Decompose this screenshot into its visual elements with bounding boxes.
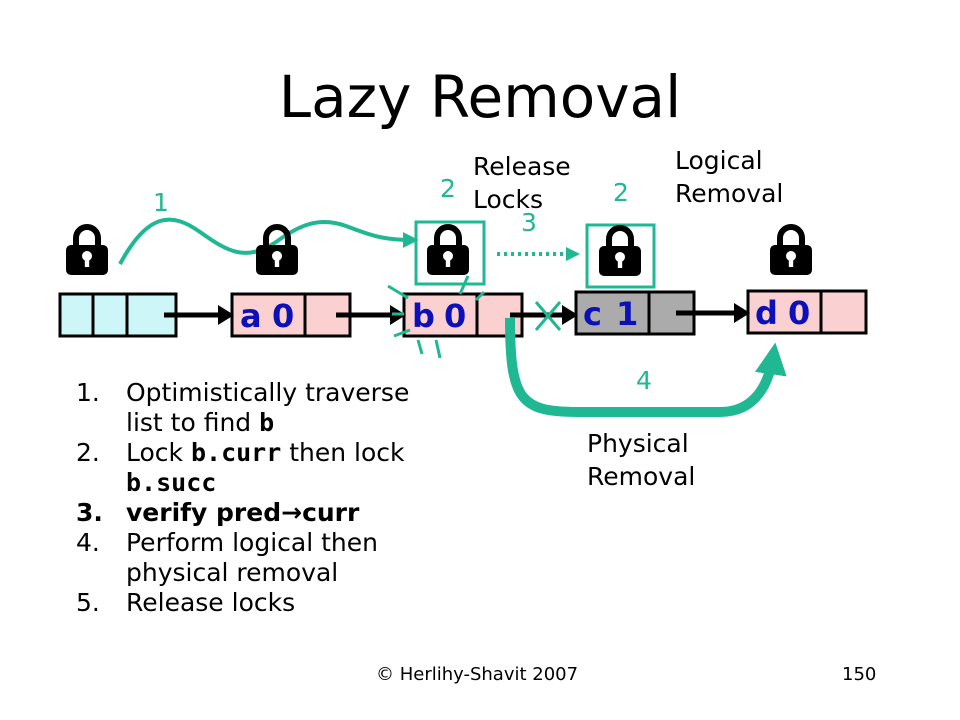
release-locks-label: Release Locks [473,150,571,216]
node-b-mark: 0 [444,297,466,335]
step-item: 5. Release locks [76,588,409,618]
step-number: 2. [76,438,100,467]
logical-text: Logical [675,146,763,175]
steps-list: 1. Optimistically traverse list to find … [76,378,409,618]
right-arrow-icon: → [281,498,303,527]
copyright: © Herlihy-Shavit 2007 [376,664,579,685]
step-item: 1. Optimistically traverse list to find … [76,378,409,438]
step-1-label: 1 [153,188,169,217]
step-2-label-c: 2 [613,178,629,207]
step-text: curr [302,498,360,527]
step-item: 2. Lock b.curr then lock b.succ [76,438,409,498]
node-c-mark: 1 [616,295,638,333]
lock-highlight-c [585,223,656,289]
step-3-label: 3 [521,208,537,237]
head-node [58,292,178,338]
node-a-mark: 0 [272,297,294,335]
step-text: verify pred [126,498,282,527]
page-number: 150 [842,664,877,685]
step-number: 1. [76,378,100,407]
step-number: 3. [76,498,103,527]
lock-icon [599,228,641,276]
step-2-label-b: 2 [440,174,456,203]
code-term: b.succ [126,468,217,497]
step-text: Optimistically traverse [126,378,410,407]
physical-removal-arrow [505,317,787,417]
step-text: Lock [126,438,191,467]
step-text: Perform logical then [126,528,378,557]
sparkle-rays [387,275,486,359]
lock-icon [770,227,812,275]
release-text: Release [473,152,571,181]
traverse-wave-arrow [118,217,419,265]
lock-icon [256,227,298,275]
lock-icon [66,227,108,275]
physical-removal-text: Removal [587,462,696,491]
node-c [574,290,696,336]
logical-removal-text: Removal [675,179,784,208]
code-term: b [259,408,275,437]
step-item: 3. verify pred→curr [76,498,409,528]
step-4-label: 4 [636,366,652,395]
step-text: Release locks [126,588,296,617]
slide-title: Lazy Removal [278,63,682,131]
logical-removal-label: Logical Removal [675,144,783,210]
code-term: b.curr [190,438,282,467]
step-number: 4. [76,528,100,557]
node-c-key: c [583,295,602,333]
step-number: 5. [76,588,100,617]
locks-text: Locks [473,185,544,214]
step-text: physical removal [126,558,339,587]
node-b-key: b [412,297,435,335]
lock-icon [427,227,469,275]
lock-highlight-b [414,220,486,286]
node-d-key: d [755,294,778,332]
step-text: then lock [281,438,405,467]
node-d-mark: 0 [788,294,810,332]
node-a-key: a [240,297,262,335]
physical-text: Physical [587,429,689,458]
physical-removal-label: Physical Removal [587,427,695,493]
step-item: 4. Perform logical then physical removal [76,528,409,588]
step-text: list to find [126,408,260,437]
